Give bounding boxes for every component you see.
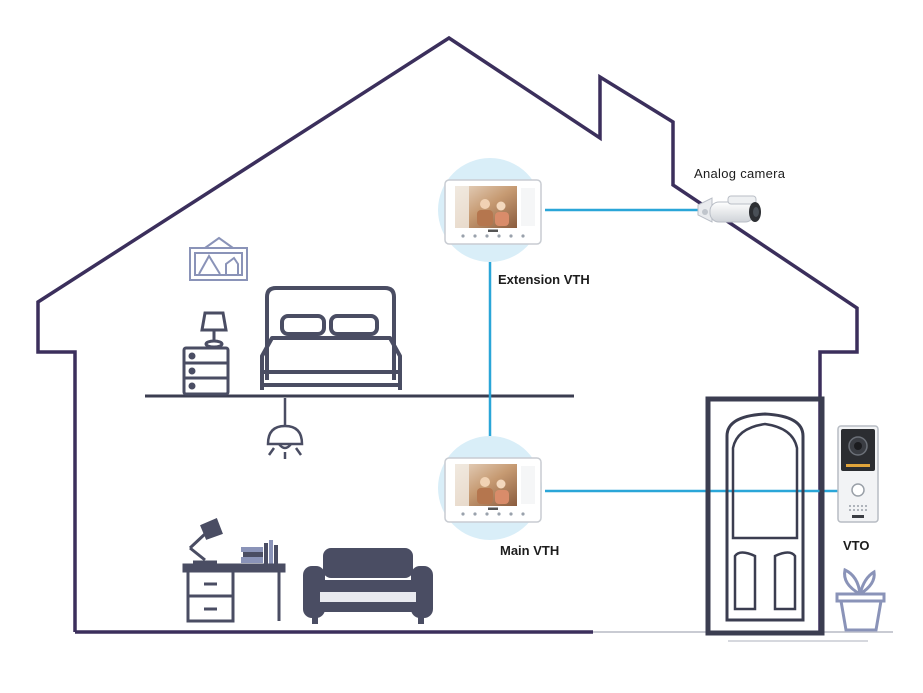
bed-icon	[260, 286, 402, 390]
potted-plant-icon	[835, 567, 886, 632]
door-station-icon	[837, 425, 879, 523]
extension-vth-label: Extension VTH	[498, 272, 590, 287]
bullet-camera-icon	[697, 195, 761, 223]
main-vth-label: Main VTH	[500, 543, 560, 558]
picture-frame-icon	[189, 236, 248, 281]
door-icon	[705, 396, 825, 636]
analog-camera-label: Analog camera	[694, 166, 786, 181]
books-icon	[241, 540, 278, 564]
extension-vth-icon	[438, 158, 542, 262]
vto-label: VTO	[843, 538, 870, 553]
desk-icon	[182, 563, 286, 623]
desk-lamp-icon	[188, 518, 223, 564]
nightstand-icon	[182, 346, 230, 396]
main-vth-icon	[438, 436, 542, 540]
house-outline	[36, 35, 859, 632]
sofa-icon	[303, 548, 433, 624]
ceiling-light-icon	[266, 398, 304, 459]
table-lamp-icon	[200, 311, 228, 349]
